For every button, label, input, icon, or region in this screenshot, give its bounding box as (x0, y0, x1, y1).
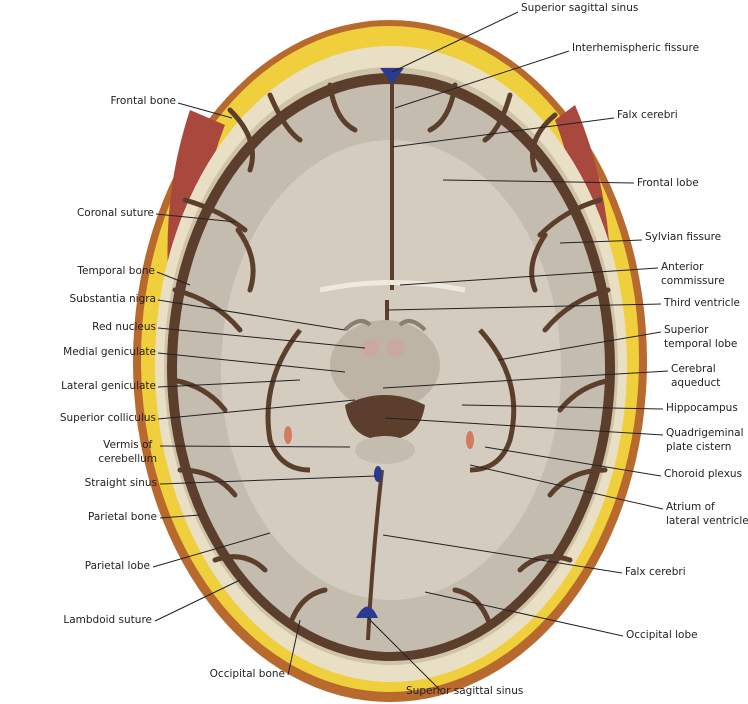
leader-lines (152, 11, 669, 691)
label-occipital-bone: Occipital bone (209, 668, 285, 680)
label-frontal-bone: Frontal bone (110, 95, 176, 107)
choroid-plexus-left (284, 426, 292, 444)
substantia-nigra (343, 319, 427, 332)
label-red-nucleus: Red nucleus (92, 321, 156, 333)
label-medial-geniculate: Medial geniculate (63, 346, 156, 358)
red-nucleus-left (361, 339, 379, 357)
label-sylvian-fissure: Sylvian fissure (645, 231, 722, 243)
label-frontal-lobe: Frontal lobe (637, 177, 699, 189)
choroid-plexus-right (466, 431, 474, 449)
label-anterior-commissure: Anterior commissure (661, 261, 725, 287)
sagittal-sinus-top (380, 68, 404, 84)
label-falx-cerebri-posterior: Falx cerebri (625, 566, 686, 578)
label-superior-sagittal-sinus-bottom: Superior sagittal sinus (406, 685, 524, 697)
sagittal-sinus-bottom (356, 606, 378, 618)
lateral-ventricle-left (265, 328, 311, 473)
label-third-ventricle: Third ventricle (664, 297, 740, 309)
label-lambdoid-suture: Lambdoid suture (63, 614, 152, 626)
posterior-falx (366, 469, 384, 641)
label-superior-temporal-lobe: Superior temporal lobe (664, 324, 738, 350)
midbrain (330, 320, 440, 410)
label-temporal-bone: Temporal bone (77, 265, 155, 277)
label-occipital-lobe: Occipital lobe (626, 629, 698, 641)
label-choroid-plexus: Choroid plexus (664, 468, 743, 480)
head-section (133, 20, 647, 702)
sulci (169, 82, 615, 628)
label-hippocampus: Hippocampus (666, 402, 738, 414)
label-falx-cerebri-anterior: Falx cerebri (617, 109, 678, 121)
red-nucleus-right (387, 339, 405, 357)
label-substantia-nigra: Substantia nigra (69, 293, 156, 305)
label-parietal-lobe: Parietal lobe (84, 560, 150, 572)
lateral-ventricle-right (469, 328, 517, 473)
label-superior-colliculus: Superior colliculus (59, 412, 156, 424)
anterior-commissure (319, 280, 466, 293)
label-interhemispheric-fissure: Interhemispheric fissure (572, 42, 700, 54)
label-lateral-geniculate: Lateral geniculate (61, 380, 156, 392)
label-quadrigeminal-plate-cistern: Quadrigeminal plate cistern (666, 427, 744, 453)
quadrigeminal-cistern (345, 395, 425, 440)
label-vermis-of-cerebellum: Vermis of cerebellum (98, 439, 157, 465)
label-straight-sinus: Straight sinus (84, 477, 157, 489)
label-coronal-suture: Coronal suture (76, 207, 154, 219)
label-superior-sagittal-sinus-top: Superior sagittal sinus (521, 2, 639, 14)
label-atrium-of-lateral-ventricle: Atrium of lateral ventricle (666, 501, 748, 527)
cerebellar-vermis (355, 436, 415, 464)
label-parietal-bone: Parietal bone (88, 511, 157, 523)
straight-sinus (374, 466, 382, 482)
label-cerebral-aqueduct: Cerebral aqueduct (671, 363, 721, 389)
